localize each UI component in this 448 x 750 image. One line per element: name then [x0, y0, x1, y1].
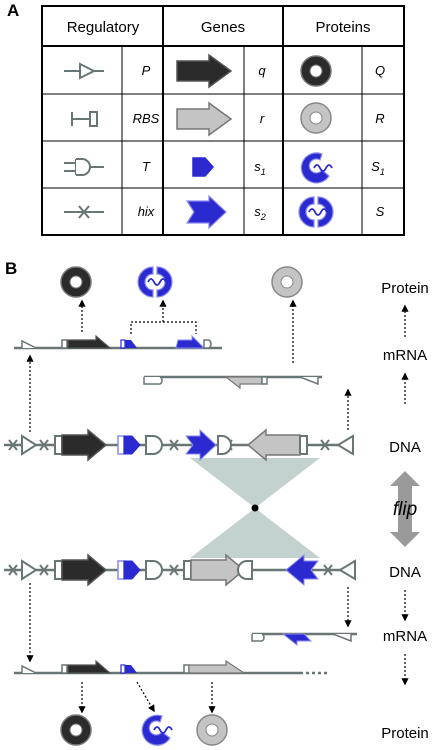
label-protein-S1: S1	[371, 159, 385, 177]
protein-Q-bottom	[60, 714, 92, 746]
mrna-forward-top	[14, 334, 222, 350]
hix-site-icon	[64, 205, 104, 219]
flip-double-arrow	[390, 471, 420, 547]
label-protein-R: R	[375, 111, 384, 126]
label-protein-Q: Q	[375, 63, 385, 78]
promoter-icon	[64, 62, 104, 80]
label-promoter: P	[142, 63, 151, 78]
blue-half-gene-icon	[192, 157, 215, 177]
side-label-protein-top: Protein	[381, 280, 429, 297]
panel-a-letter: A	[7, 1, 20, 20]
label-gene-s1: s1	[254, 159, 266, 177]
inversion-center-dot	[251, 504, 259, 512]
label-gene-s2: s2	[254, 204, 266, 222]
label-protein-S: S	[376, 204, 385, 219]
label-terminator: T	[142, 159, 151, 174]
label-hix: hix	[138, 204, 155, 219]
rbs-icon	[71, 111, 98, 127]
protein-R-bottom	[196, 714, 228, 746]
header-regulatory: Regulatory	[67, 19, 140, 36]
side-label-mrna-bottom: mRNA	[383, 628, 427, 645]
label-gene-q: q	[258, 63, 266, 78]
mrna-reverse-bottom	[251, 632, 357, 647]
label-rbs: RBS	[133, 111, 160, 126]
terminator-icon	[64, 158, 104, 176]
dark-ring-protein-icon	[300, 55, 332, 87]
header-genes: Genes	[201, 19, 245, 36]
dna-before-flip	[4, 428, 354, 462]
side-label-dna-bottom: DNA	[389, 564, 421, 581]
blue-full-gene-icon	[185, 194, 227, 230]
label-gene-r: r	[260, 111, 265, 126]
light-ring-protein-icon	[300, 102, 332, 134]
protein-S1-bottom	[141, 714, 173, 746]
inversion-hourglass	[190, 458, 320, 558]
protein-Q-top	[60, 266, 92, 298]
protein-R-top	[271, 266, 303, 298]
header-proteins: Proteins	[315, 19, 370, 36]
mrna-forward-bottom	[14, 659, 330, 675]
mrna-reverse-top	[143, 375, 322, 390]
dark-gene-arrow-icon	[176, 53, 233, 89]
protein-S-top	[137, 266, 173, 298]
side-label-dna-top: DNA	[389, 439, 421, 456]
panel-b-letter: B	[5, 259, 18, 278]
legend-table: Regulatory Genes Proteins P q Q RBS r	[41, 5, 405, 236]
flip-label: flip	[393, 499, 417, 520]
side-label-mrna-top: mRNA	[383, 347, 427, 364]
light-gene-arrow-icon	[176, 101, 233, 137]
dna-after-flip	[4, 553, 356, 587]
panel-b: Protein mRNA DNA DNA mRNA Protein flip	[4, 266, 429, 746]
side-label-protein-bottom: Protein	[381, 725, 429, 742]
blue-half-protein-icon	[300, 152, 333, 184]
blue-full-protein-icon	[298, 196, 334, 228]
flow-arrows	[26, 299, 409, 714]
